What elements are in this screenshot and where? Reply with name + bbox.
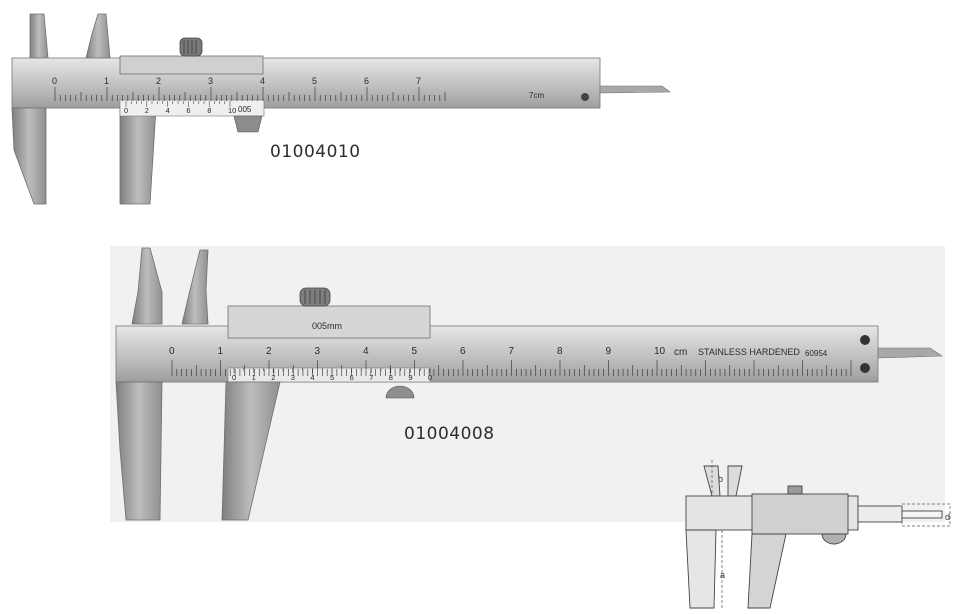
vernier-number: 5 bbox=[330, 373, 334, 382]
beam-screw-bottom bbox=[860, 363, 870, 373]
vernier-number: 6 bbox=[350, 373, 354, 382]
vernier-number: 2 bbox=[145, 106, 149, 115]
thumb-wheel bbox=[179, 37, 203, 57]
fixed-lower-jaw-large bbox=[115, 381, 163, 521]
fixed-upper-jaw-large bbox=[131, 247, 163, 325]
main-scale-number: 2 bbox=[156, 76, 161, 86]
depth-rod-large bbox=[877, 347, 943, 359]
beam-screw-top bbox=[860, 335, 870, 345]
diagram-label-a: a bbox=[720, 570, 725, 580]
diagram-label-d: d bbox=[945, 512, 950, 522]
vernier-numbers-small: 0 2 4 6 8 10 bbox=[124, 106, 236, 115]
unit-label-large: cm bbox=[674, 347, 687, 358]
vernier-number: 0 bbox=[232, 373, 236, 382]
sliding-lower-jaw-large bbox=[221, 381, 281, 521]
unit-label-small: 7cm bbox=[529, 91, 544, 100]
part-number-small: 01004010 bbox=[270, 142, 361, 162]
vernier-plate bbox=[119, 99, 265, 117]
vernier-number: 4 bbox=[166, 106, 170, 115]
main-scale-numbers-large: 0 1 2 3 4 5 6 7 8 9 10 bbox=[169, 346, 666, 357]
main-scale-number: 6 bbox=[364, 76, 369, 86]
main-scale-ticks-small bbox=[54, 87, 446, 101]
vernier-number: 9 bbox=[408, 373, 412, 382]
vernier-number: 0 bbox=[428, 373, 432, 382]
diagram-depth-rod bbox=[857, 505, 903, 523]
main-scale-number: 1 bbox=[104, 76, 109, 86]
main-scale-number: 10 bbox=[654, 346, 666, 357]
diagram-rod-tip bbox=[901, 510, 943, 519]
vernier-number: 7 bbox=[369, 373, 373, 382]
diagram-lower-jaw-sliding bbox=[747, 533, 787, 609]
depth-rod bbox=[599, 85, 671, 94]
main-scale-number: 4 bbox=[363, 346, 369, 357]
main-scale-number: 4 bbox=[260, 76, 265, 86]
diagram-thumb bbox=[787, 485, 803, 495]
main-scale-number: 7 bbox=[509, 346, 515, 357]
vernier-number: 0 bbox=[124, 106, 128, 115]
vernier-number: 4 bbox=[310, 373, 314, 382]
main-scale-number: 2 bbox=[266, 346, 272, 357]
main-scale-number: 3 bbox=[208, 76, 213, 86]
vernier-precision-small: 005 bbox=[238, 105, 252, 114]
main-scale-number: 6 bbox=[460, 346, 466, 357]
thumb-gear-large bbox=[385, 385, 415, 399]
main-scale-number: 9 bbox=[606, 346, 612, 357]
slider-block-large bbox=[227, 305, 431, 339]
main-scale-number: 7 bbox=[416, 76, 421, 86]
vernier-number: 10 bbox=[228, 106, 236, 115]
diagram-lower-jaw-fixed bbox=[685, 529, 717, 609]
main-scale-number: 0 bbox=[169, 346, 175, 357]
vernier-number: 2 bbox=[271, 373, 275, 382]
vernier-ticks-small bbox=[125, 101, 231, 107]
diagram-thumb-gear bbox=[821, 533, 847, 545]
vernier-number: 8 bbox=[207, 106, 211, 115]
main-scale-number: 1 bbox=[218, 346, 224, 357]
vernier-number: 1 bbox=[252, 373, 256, 382]
model-number-large: 60954 bbox=[805, 349, 828, 358]
diagram-slider bbox=[751, 493, 849, 535]
part-number-large: 01004008 bbox=[404, 424, 495, 444]
vernier-ticks-large bbox=[233, 368, 431, 373]
main-scale-number: 8 bbox=[557, 346, 563, 357]
main-scale-number: 3 bbox=[315, 346, 321, 357]
main-scale-number: 0 bbox=[52, 76, 57, 86]
fixed-lower-jaw bbox=[11, 107, 47, 205]
main-scale-ticks-large bbox=[171, 360, 852, 376]
vernier-number: 6 bbox=[186, 106, 190, 115]
thumb-gear bbox=[233, 115, 263, 133]
sliding-upper-jaw-large bbox=[181, 249, 209, 325]
main-scale-number: 5 bbox=[412, 346, 418, 357]
material-text-large: STAINLESS HARDENED bbox=[698, 347, 800, 357]
beam-screw bbox=[581, 93, 589, 101]
diagram-label-b: b bbox=[718, 474, 723, 484]
main-scale-numbers-small: 0 1 2 3 4 5 6 7 bbox=[52, 76, 421, 86]
vernier-numbers-large: 0 1 2 3 4 5 6 7 8 9 0 bbox=[232, 373, 432, 382]
slider-label-large: 005mm bbox=[312, 321, 342, 331]
diagram-upper-jaw-sliding bbox=[727, 465, 743, 497]
main-beam bbox=[11, 57, 601, 109]
vernier-number: 8 bbox=[389, 373, 393, 382]
vernier-number: 3 bbox=[291, 373, 295, 382]
main-scale-number: 5 bbox=[312, 76, 317, 86]
